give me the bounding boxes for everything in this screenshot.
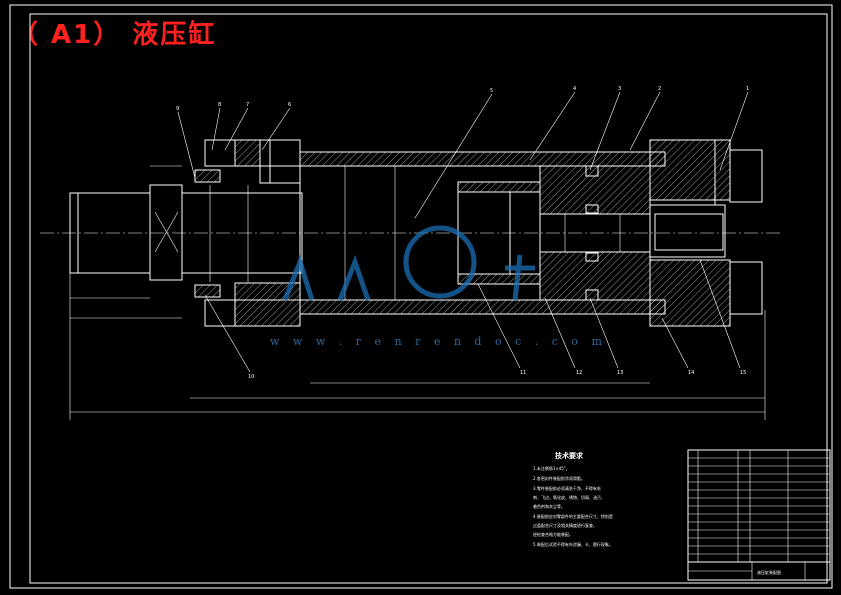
dimension-lines: [69, 165, 766, 420]
balloon-12: 12: [576, 370, 582, 376]
balloon-8: 8: [218, 102, 221, 108]
balloon-6: 6: [288, 102, 291, 108]
balloon-7: 7: [246, 102, 249, 108]
balloon-1: 1: [746, 86, 749, 92]
title-block: 液压缸装配图: [687, 449, 831, 581]
outer-frame: [9, 4, 833, 589]
note-line: 经检查合格方能装配。: [533, 531, 573, 537]
note-line: 着色剂和灰尘等。: [533, 503, 565, 509]
drawing-name: 液压缸装配图: [757, 569, 781, 575]
balloon-13: 13: [617, 370, 623, 376]
leader-lines: [177, 91, 749, 373]
watermark: w w w . r e n r e n d o c . c o m: [270, 225, 607, 348]
rear-end-cap: [649, 139, 763, 327]
note-line: 4.装配前应对零部件的主要配合尺寸，特别是: [533, 513, 613, 519]
note-line: 3.零件装配前必须清洗干净，不得有毛: [533, 485, 601, 491]
balloon-2: 2: [658, 86, 661, 92]
note-line: 过盈配合尺寸及相关精度进行复查，: [533, 522, 597, 528]
rod-end: [69, 184, 303, 281]
watermark-url: w w w . r e n r e n d o c . c o m: [270, 335, 607, 348]
drawing-title: （ A1） 液压缸: [12, 20, 217, 50]
balloon-15: 15: [740, 370, 746, 376]
piston: [539, 165, 651, 301]
note-line: 1.未注倒角1×45°。: [533, 465, 570, 471]
inner-frame: [29, 13, 828, 584]
section-lines: [209, 166, 621, 300]
balloon-5: 5: [490, 88, 493, 94]
notes-heading: 技术要求: [555, 451, 584, 460]
balloon-9: 9: [176, 106, 179, 112]
part-balloons: 9 8 7 6 5 4 3 2 1 10 11 12 13 14 15: [176, 86, 749, 380]
balloon-3: 3: [618, 86, 621, 92]
note-line: 2.各密封件装配前涂润滑脂。: [533, 475, 585, 481]
balloon-4: 4: [573, 86, 576, 92]
balloon-10: 10: [248, 374, 254, 380]
buffer-sleeve: [457, 181, 541, 285]
balloon-11: 11: [520, 370, 526, 376]
technical-notes: 技术要求 1.未注倒角1×45°。 2.各密封件装配前涂润滑脂。 3.零件装配前…: [533, 451, 613, 547]
balloon-14: 14: [688, 370, 694, 376]
note-line: 刺、飞边、氧化皮、锈蚀、切屑、油污、: [533, 494, 605, 500]
note-line: 5.装配后试验不得有外泄漏、卡、爬行现象。: [533, 541, 613, 547]
